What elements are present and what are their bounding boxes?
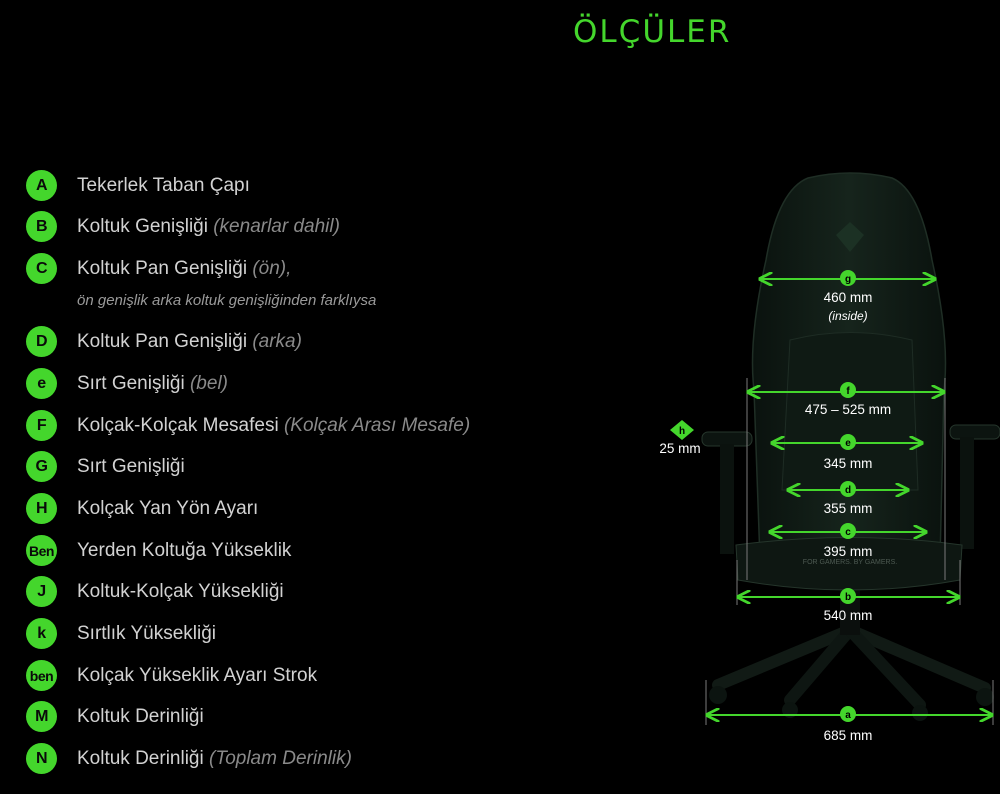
- chair-armrests: [701, 424, 1000, 554]
- legend-label: Koltuk Derinliği (Toplam Derinlik): [77, 747, 352, 769]
- chair-base: [709, 590, 994, 721]
- dimension-badge: f: [846, 386, 850, 397]
- legend-label: Sırt Genişliği: [77, 455, 185, 477]
- legend-item-n: N Koltuk Derinliği (Toplam Derinlik): [26, 743, 352, 774]
- legend-badge: H: [26, 493, 57, 524]
- legend-item-f: F Kolçak-Kolçak Mesafesi (Kolçak Arası M…: [26, 410, 470, 441]
- legend-badge: C: [26, 253, 57, 284]
- dimension-h: h 25 mm: [659, 420, 701, 456]
- legend-label: Sırt Genişliği (bel): [77, 372, 228, 394]
- legend-label: Sırtlık Yüksekliği: [77, 622, 217, 644]
- legend-item-e: e Sırt Genişliği (bel): [26, 368, 228, 399]
- dimension-value: 475 – 525 mm: [805, 402, 891, 417]
- legend-note: (ön),: [252, 257, 292, 279]
- legend-label: Koltuk Pan Genişliği (ön),: [77, 257, 292, 279]
- dimension-d: d 355 mm: [788, 481, 908, 516]
- page-title: ÖLÇÜLER: [573, 14, 732, 50]
- legend-label: Koltuk Genişliği (kenarlar dahil): [77, 215, 340, 237]
- legend-note: (arka): [252, 330, 302, 352]
- dimension-g: g 460 mm (inside): [760, 270, 935, 323]
- legend-note: (Toplam Derinlik): [209, 747, 352, 769]
- legend-badge: ben: [26, 660, 57, 691]
- dimension-a: a 685 mm: [705, 680, 994, 743]
- legend-label: Yerden Koltuğa Yükseklik: [77, 539, 292, 561]
- dimension-badge: g: [845, 274, 851, 285]
- dimension-e: e 345 mm: [772, 434, 922, 471]
- legend-label: Kolçak Yükseklik Ayarı Strok: [77, 664, 318, 686]
- legend-item-l: ben Kolçak Yükseklik Ayarı Strok: [26, 660, 317, 691]
- legend-item-j: J Koltuk-Kolçak Yüksekliği: [26, 576, 284, 607]
- legend-label: Kolçak Yan Yön Ayarı: [77, 497, 259, 519]
- legend-badge: B: [26, 211, 57, 242]
- legend-label: Koltuk Derinliği: [77, 705, 204, 727]
- legend-item-g: G Sırt Genişliği: [26, 451, 185, 482]
- legend-label: Tekerlek Taban Çapı: [77, 174, 250, 196]
- legend-item-h: H Kolçak Yan Yön Ayarı: [26, 493, 258, 524]
- legend-item-c: C Koltuk Pan Genişliği (ön),: [26, 253, 291, 284]
- legend-item-i: Ben Yerden Koltuğa Yükseklik: [26, 535, 291, 566]
- dimension-badge: b: [845, 592, 851, 603]
- dimension-value: 25 mm: [659, 441, 700, 456]
- dimension-c: c 395 mm: [770, 523, 926, 559]
- legend-note: (Kolçak Arası Mesafe): [283, 414, 471, 436]
- dimension-value: 460 mm: [824, 290, 873, 305]
- legend-item-a: A Tekerlek Taban Çapı: [26, 170, 250, 201]
- legend-label: Koltuk-Kolçak Yüksekliği: [77, 580, 284, 602]
- legend-subnote: ön genişlik arka koltuk genişliğinden fa…: [77, 292, 377, 309]
- dimension-b: b 540 mm: [736, 560, 961, 623]
- legend-item-b: B Koltuk Genişliği (kenarlar dahil): [26, 211, 340, 242]
- legend-note: (bel): [189, 372, 228, 394]
- legend-label: Koltuk Pan Genişliği (arka): [77, 330, 302, 352]
- legend-badge: D: [26, 326, 57, 357]
- dimension-value: 540 mm: [824, 608, 873, 623]
- dimension-f: f 475 – 525 mm: [746, 378, 946, 580]
- legend-label: Kolçak-Kolçak Mesafesi (Kolçak Arası Mes…: [77, 414, 471, 436]
- dimension-value: 345 mm: [824, 456, 873, 471]
- dimension-badge: d: [845, 485, 851, 496]
- dimension-note: (inside): [828, 309, 867, 323]
- legend-badge: e: [26, 368, 57, 399]
- legend-item-m: M Koltuk Derinliği: [26, 701, 204, 732]
- dimension-badge: h: [679, 426, 685, 437]
- legend-badge: Ben: [26, 535, 57, 566]
- legend-badge: J: [26, 576, 57, 607]
- legend-badge: A: [26, 170, 57, 201]
- dimension-badge: c: [845, 527, 851, 538]
- chair-dimension-diagram: FOR GAMERS. BY GAMERS. g 460 mm (inside)…: [640, 160, 1000, 789]
- dimension-badge: e: [845, 438, 851, 449]
- legend-note: (kenarlar dahil): [213, 215, 340, 237]
- legend-badge: M: [26, 701, 57, 732]
- chair-diagram-svg: FOR GAMERS. BY GAMERS. g 460 mm (inside)…: [659, 172, 1000, 743]
- dimension-value: 395 mm: [824, 544, 873, 559]
- legend-badge: k: [26, 618, 57, 649]
- dimension-value: 355 mm: [824, 501, 873, 516]
- legend-item-k: k Sırtlık Yüksekliği: [26, 618, 216, 649]
- dimension-badge: a: [845, 710, 851, 721]
- legend-badge: G: [26, 451, 57, 482]
- chair-backrest: [751, 172, 947, 561]
- dimension-value: 685 mm: [824, 728, 873, 743]
- legend-badge: F: [26, 410, 57, 441]
- legend-item-d: D Koltuk Pan Genişliği (arka): [26, 326, 302, 357]
- legend-badge: N: [26, 743, 57, 774]
- chair-brand-text: FOR GAMERS. BY GAMERS.: [803, 559, 897, 566]
